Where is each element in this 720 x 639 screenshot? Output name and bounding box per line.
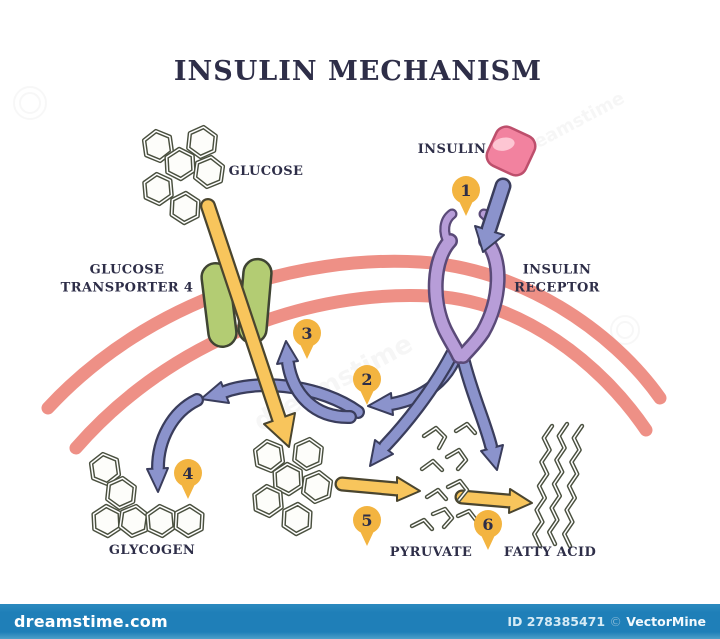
svg-text:4: 4: [182, 464, 193, 483]
cell-membrane-outer-arc: [41, 254, 667, 415]
cell-membrane-inner-arc: [69, 289, 653, 455]
glycogen-molecule: [88, 451, 205, 539]
glucose-molecules: [141, 124, 226, 226]
pyruvate-label: PYRUVATE: [389, 545, 473, 561]
glucose-transporter-label: GLUCOSE TRANSPORTER 4: [61, 261, 194, 296]
step-badge-2: 2: [353, 365, 381, 405]
footer-bar: dreamstime.com ID 278385471 © VectorMine: [0, 604, 720, 639]
watermark-copyright-right: [610, 315, 640, 345]
glycogen-label: GLYCOGEN: [108, 543, 196, 559]
svg-text:6: 6: [482, 515, 493, 534]
image-id: ID 278385471: [507, 614, 606, 629]
image-credit: ID 278385471 © VectorMine: [507, 614, 720, 629]
step-badge-4: 4: [174, 459, 202, 499]
fatty-acid-arrow: [454, 488, 533, 514]
pyruvate-arrow: [334, 476, 421, 502]
insulin-receptor-label: INSULIN RECEPTOR: [514, 261, 600, 296]
insulin-receptor-shape: [427, 208, 506, 364]
pyruvate-molecule: [409, 421, 479, 532]
intracellular-glucose-molecules: [252, 436, 334, 537]
watermark-copyright-topleft: [13, 86, 47, 120]
glucose-transporter-label-line1: GLUCOSE: [89, 262, 165, 278]
fatty-acid-label: FATTY ACID: [503, 545, 597, 561]
step-badge-1: 1: [452, 176, 480, 216]
signal-arrow-glut4: [276, 340, 357, 425]
glucose-transporter-label-line2: TRANSPORTER 4: [60, 280, 194, 295]
insulin-receptor-label-line1: INSULIN: [522, 262, 592, 278]
fatty-acid-molecule: [532, 421, 585, 549]
step-badge-6: 6: [474, 510, 502, 550]
step-badge-5: 5: [353, 506, 381, 546]
insulin-label: INSULIN: [417, 142, 487, 158]
step-badge-3: 3: [293, 319, 321, 359]
dreamstime-logo: dreamstime.com: [14, 612, 168, 631]
signal-arrow-lipogenesis: [455, 347, 504, 471]
svg-text:1: 1: [460, 181, 471, 200]
author-name: VectorMine: [626, 614, 706, 629]
insulin-molecule: [485, 125, 537, 177]
svg-text:3: 3: [301, 324, 312, 343]
insulin-binding-arrow: [474, 177, 512, 253]
signal-arrow-glycolysis: [369, 347, 459, 467]
diagram-canvas: dreamstime dreamstime: [13, 86, 667, 550]
svg-text:2: 2: [361, 370, 372, 389]
copyright-icon: ©: [609, 614, 622, 629]
signal-arrow-glycogen: [146, 393, 204, 493]
insulin-receptor-label-line2: RECEPTOR: [514, 280, 600, 295]
glucose-entry-arrow: [200, 198, 296, 448]
glucose-label: GLUCOSE: [228, 164, 304, 180]
svg-text:5: 5: [361, 511, 372, 530]
diagram-title: INSULIN MECHANISM: [173, 55, 543, 87]
